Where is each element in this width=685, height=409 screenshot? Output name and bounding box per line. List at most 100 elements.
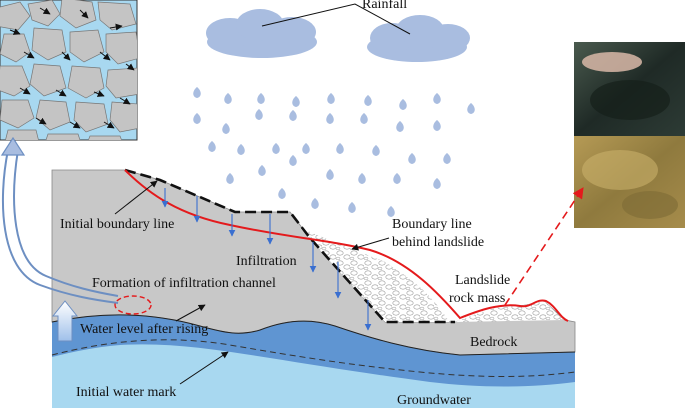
initial-boundary-line-label: Initial boundary line xyxy=(60,217,174,232)
flow-arrow xyxy=(99,51,111,61)
flow-arrow xyxy=(61,51,71,61)
rainfall-label: Rainfall xyxy=(362,0,407,12)
soil-grain xyxy=(0,33,31,63)
raindrop xyxy=(327,93,335,104)
raindrop xyxy=(387,206,395,217)
boundary-line-behind-landslide xyxy=(124,169,569,322)
raindrop xyxy=(292,96,300,107)
raindrop xyxy=(278,188,286,199)
landslide-rock-mass-label-1: Landslide xyxy=(455,273,510,288)
raindrop xyxy=(364,95,372,106)
flow-arrow xyxy=(69,121,81,129)
raindrop xyxy=(226,173,234,184)
water-rising-arrow xyxy=(51,300,79,342)
infiltration-channel-label: Formation of infiltration channel xyxy=(92,276,276,291)
soil-grain xyxy=(5,129,39,140)
soil-grain xyxy=(0,99,35,129)
initial-boundary-line-pointer xyxy=(114,180,158,215)
raindrop xyxy=(433,93,441,104)
bedrock-label: Bedrock xyxy=(470,335,517,350)
initial-water-mark-pointer xyxy=(179,351,229,385)
raindrop xyxy=(467,103,475,114)
water-level-after-rising-label: Water level after rising xyxy=(80,322,208,337)
flow-arrow xyxy=(9,28,21,35)
raindrop xyxy=(208,141,216,152)
flow-arrow xyxy=(93,90,105,97)
raindrop xyxy=(311,198,319,209)
raindrop xyxy=(433,178,441,189)
raindrop xyxy=(222,123,230,134)
soil-grain xyxy=(109,101,137,133)
water-level-pointer xyxy=(175,304,206,322)
raindrop xyxy=(408,153,416,164)
raindrop xyxy=(433,120,441,131)
rainfall-connector xyxy=(261,3,411,35)
raindrop xyxy=(257,93,265,104)
raindrop xyxy=(336,143,344,154)
raindrop xyxy=(399,99,407,110)
boundary-line-label-1: Boundary line xyxy=(392,217,472,232)
raindrop xyxy=(326,113,334,124)
inset-connector xyxy=(0,136,119,304)
groundwater-label: Groundwater xyxy=(397,393,471,408)
raindrop xyxy=(393,173,401,184)
infiltration-label: Infiltration xyxy=(236,254,297,269)
soil-grain xyxy=(88,135,122,140)
initial-boundary-line xyxy=(124,168,455,324)
infiltration-channel-marker xyxy=(114,295,152,315)
flow-arrow xyxy=(109,23,123,31)
raindrop xyxy=(289,155,297,166)
flow-arrow xyxy=(19,87,31,95)
soil-grain xyxy=(0,65,31,97)
soil-grain xyxy=(29,63,67,97)
soil-grain xyxy=(45,133,81,140)
soil-grain xyxy=(97,1,137,31)
raindrop xyxy=(258,165,266,176)
flow-arrow xyxy=(55,89,67,97)
raindrop xyxy=(237,144,245,155)
raindrop xyxy=(443,153,451,164)
soil-grain xyxy=(31,27,67,61)
raindrops xyxy=(193,87,475,217)
flow-arrow xyxy=(119,97,131,105)
groundwater-layer xyxy=(52,339,575,408)
soil-grain xyxy=(0,1,31,31)
raindrop xyxy=(302,143,310,154)
boundary-line-pointer xyxy=(351,237,390,251)
soil-grain xyxy=(105,31,137,65)
cloud-right xyxy=(367,15,470,62)
initial-water-mark-line xyxy=(51,339,576,377)
raindrop xyxy=(289,110,297,121)
flow-arrow xyxy=(39,7,51,15)
raindrop xyxy=(360,113,368,124)
initial-water-mark-label: Initial water mark xyxy=(76,385,176,400)
landslide-rock-mass-label-2: rock mass xyxy=(449,291,505,306)
soil-grain xyxy=(59,0,97,29)
infiltration-arrows xyxy=(161,188,372,331)
flow-arrow xyxy=(35,117,47,125)
raised-water-layer xyxy=(52,314,575,387)
raindrop xyxy=(358,173,366,184)
soil-grain xyxy=(67,65,105,99)
flow-arrow xyxy=(79,9,89,19)
raindrop xyxy=(372,145,380,156)
soil-grain xyxy=(73,101,109,133)
raindrop xyxy=(224,93,232,104)
flow-arrow xyxy=(103,121,115,129)
raindrop xyxy=(348,202,356,213)
raindrop xyxy=(272,143,280,154)
raindrop xyxy=(193,87,201,98)
landslide-rock-mass-toe xyxy=(455,301,565,322)
boundary-line-label-2: behind landslide xyxy=(392,235,484,250)
raindrop xyxy=(396,121,404,132)
cloud-left xyxy=(206,9,317,58)
raindrop xyxy=(255,109,263,120)
pore-network-inset xyxy=(0,0,138,141)
soil-grain xyxy=(69,29,105,63)
landslide-rock-mass xyxy=(300,228,455,322)
photo-connector xyxy=(504,187,584,306)
raindrop xyxy=(193,113,201,124)
flow-arrow xyxy=(23,51,35,59)
flow-arrow xyxy=(125,63,135,71)
